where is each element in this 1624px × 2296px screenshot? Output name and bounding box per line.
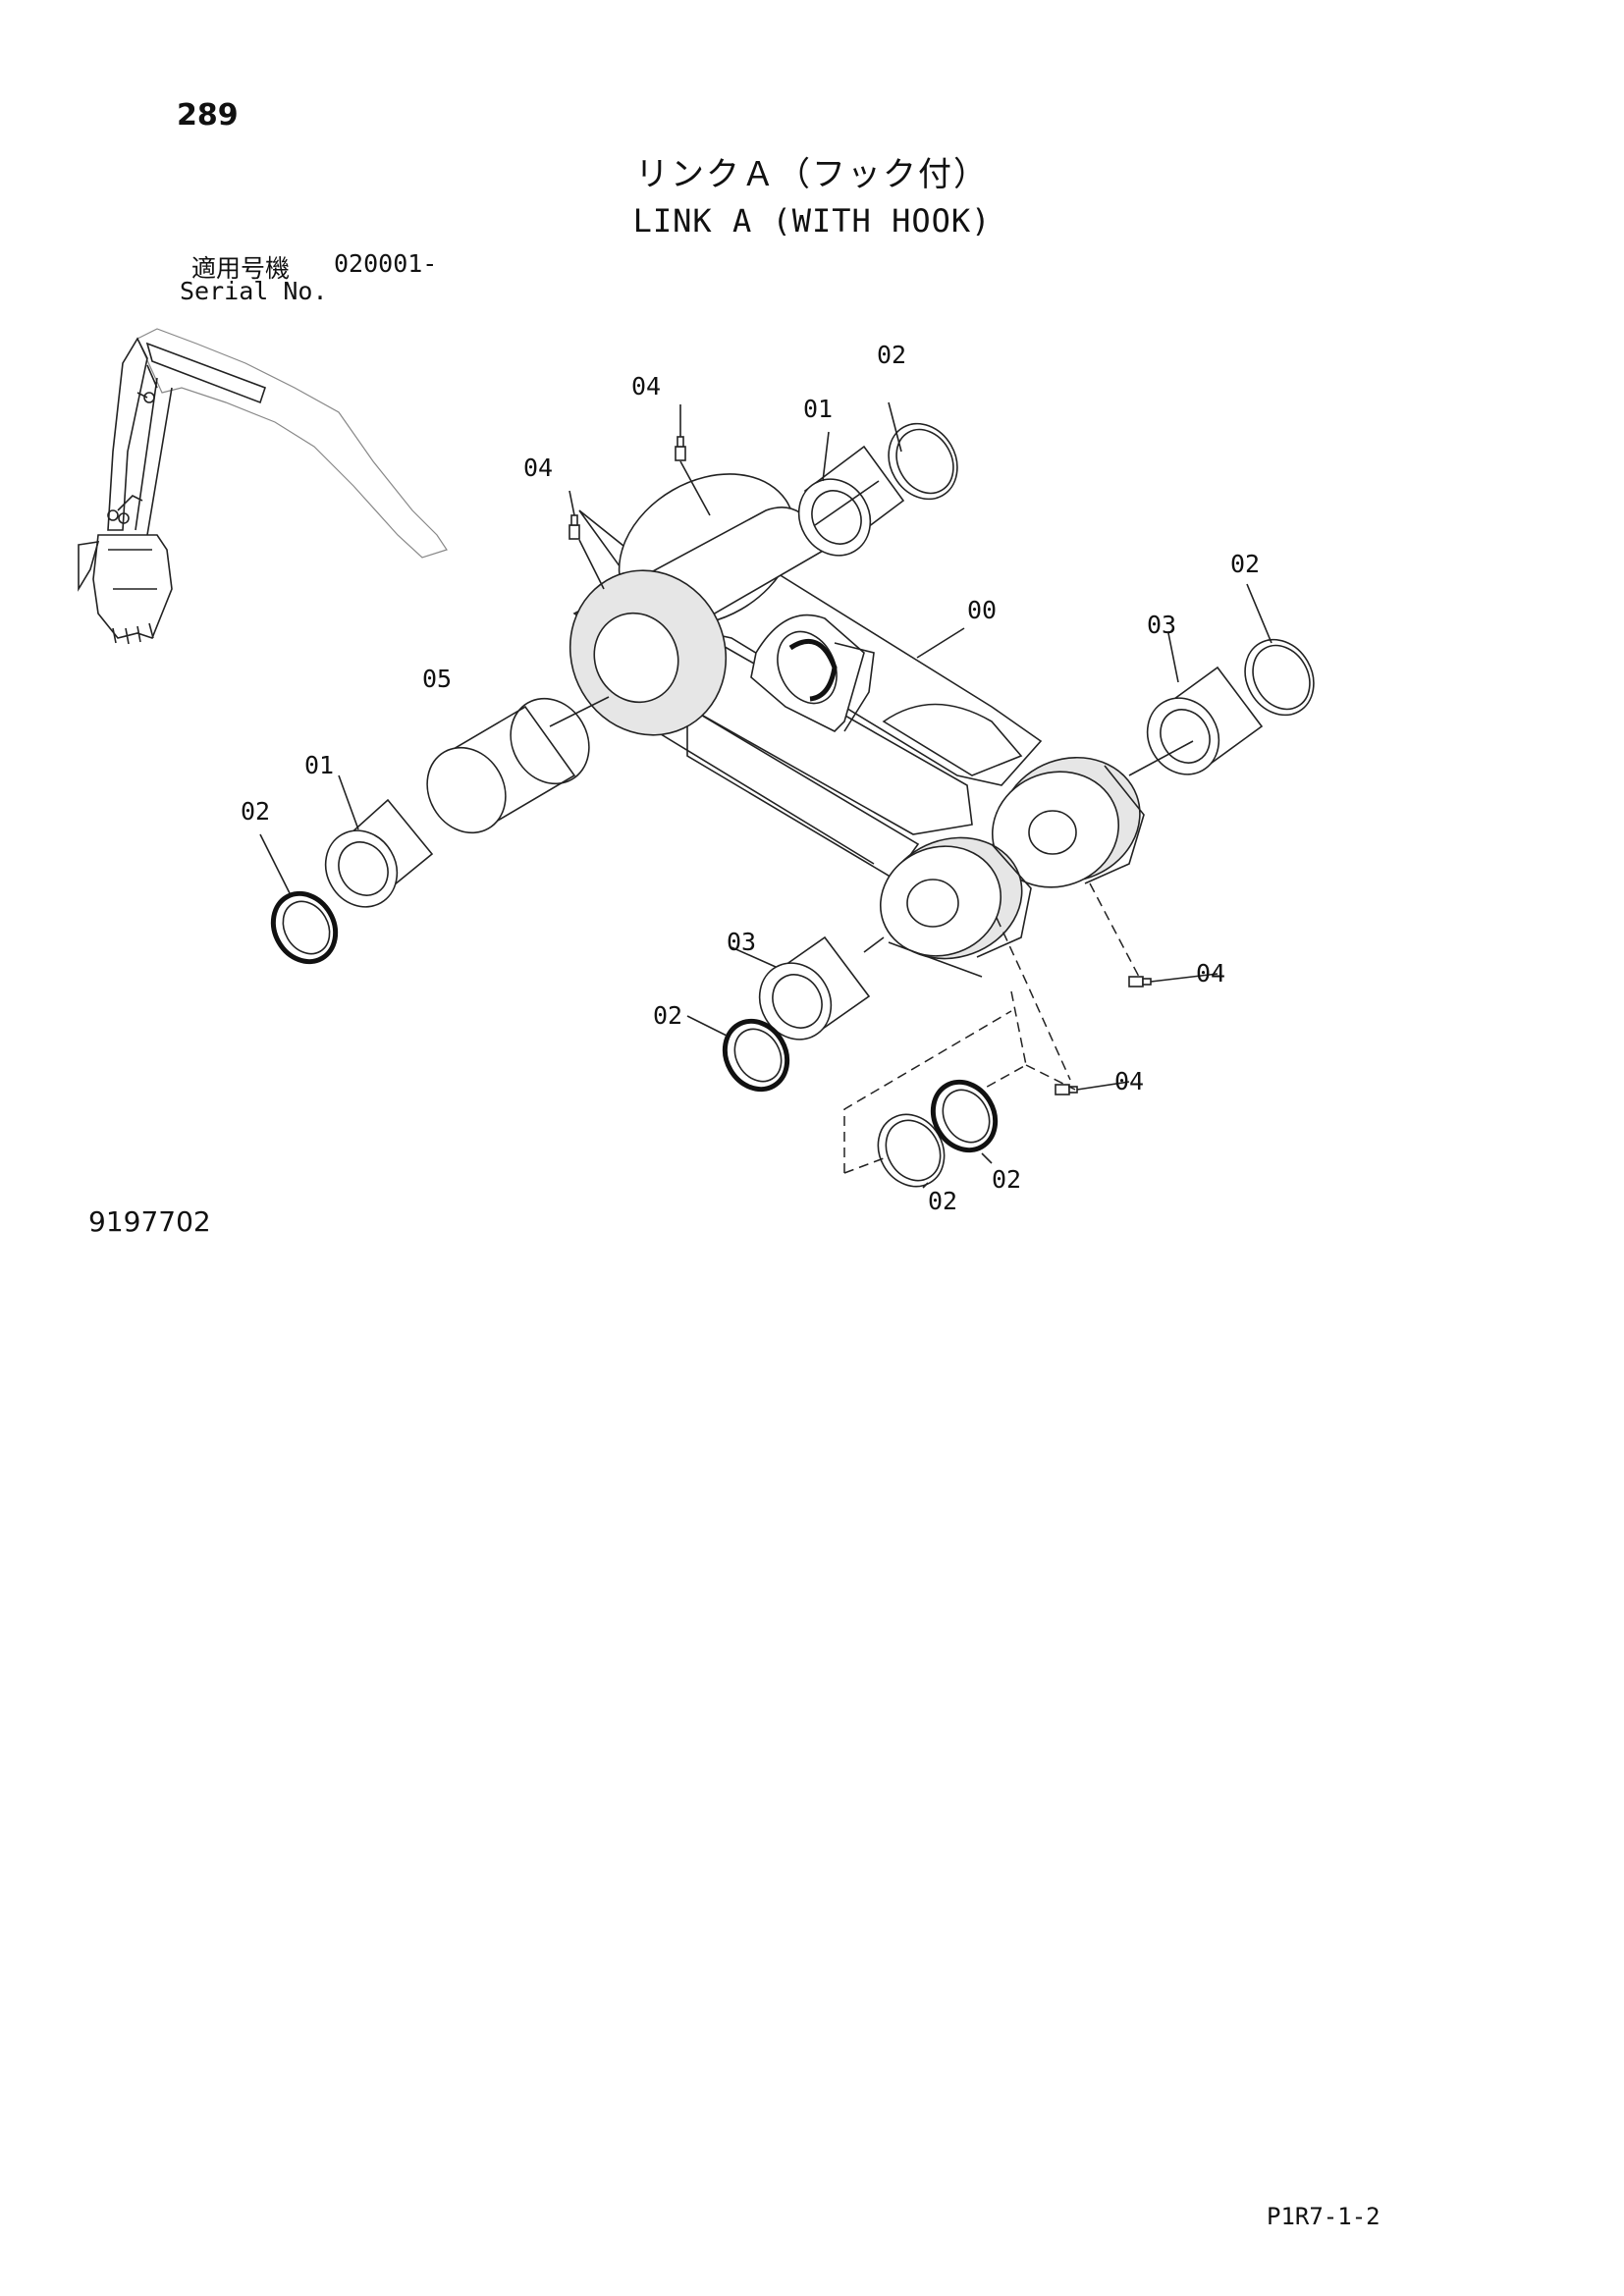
callout-03-right: 03 bbox=[1147, 611, 1176, 639]
page-code: P1R7-1-2 bbox=[1267, 2203, 1380, 2230]
seal-ring-parts bbox=[270, 422, 1315, 1188]
callout-03-mid: 03 bbox=[727, 928, 756, 956]
link-frame-body bbox=[568, 473, 1145, 978]
leader-lines bbox=[259, 401, 1272, 1189]
title-english: LINK A (WITH HOOK) bbox=[632, 202, 992, 240]
callout-02-right: 02 bbox=[1230, 550, 1260, 578]
callout-01-top: 01 bbox=[803, 395, 833, 423]
drawing-number: 9197702 bbox=[88, 1205, 211, 1238]
serial-number-value: 020001- bbox=[334, 249, 438, 278]
serial-label-english: Serial No. bbox=[180, 277, 328, 305]
callout-04-bottom: 04 bbox=[1114, 1067, 1144, 1095]
serial-label-japanese: 適用号機 bbox=[191, 254, 291, 283]
callout-02-top: 02 bbox=[877, 341, 906, 369]
callout-04-left: 04 bbox=[523, 454, 553, 482]
callout-00: 00 bbox=[967, 596, 997, 624]
bushing-05 bbox=[426, 697, 590, 834]
excavator-location-key bbox=[78, 328, 448, 645]
callout-02-mid: 02 bbox=[653, 1001, 682, 1030]
callout-04-right: 04 bbox=[1196, 959, 1225, 988]
callout-05: 05 bbox=[422, 665, 452, 693]
grease-fitting-parts bbox=[568, 436, 1152, 1095]
callout-02-left: 02 bbox=[241, 797, 270, 826]
page-number: 289 bbox=[177, 98, 239, 133]
title-japanese: リンクＡ（フック付） bbox=[635, 155, 989, 194]
callout-02-bottom-a: 02 bbox=[928, 1187, 957, 1215]
callout-01-left: 01 bbox=[304, 751, 334, 779]
callout-04-top: 04 bbox=[631, 372, 661, 400]
callout-02-bottom-b: 02 bbox=[992, 1165, 1021, 1194]
bushing-parts bbox=[324, 445, 1264, 1041]
callout-labels: 00 01 01 02 02 02 02 02 02 03 03 04 04 0… bbox=[241, 341, 1260, 1215]
